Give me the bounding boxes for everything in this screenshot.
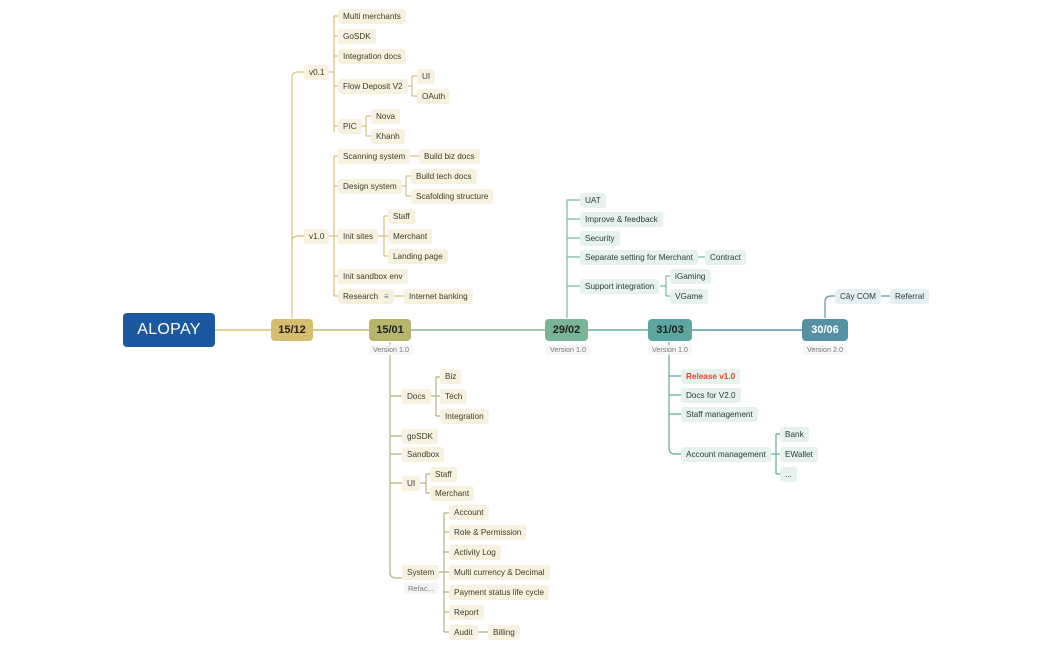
note-icon: ≡ xyxy=(384,292,389,301)
node-referral[interactable]: Referral xyxy=(890,289,930,304)
milestone-31-03[interactable]: 31/03 xyxy=(648,319,692,341)
node-flow-deposit-v2[interactable]: Flow Deposit V2 xyxy=(338,79,408,94)
milestone-30-06-version: Version 2.0 xyxy=(803,345,847,355)
milestone-31-03-version: Version 1.0 xyxy=(648,345,692,355)
node-sandbox[interactable]: Sandbox xyxy=(402,447,445,462)
node-tech[interactable]: Tech xyxy=(440,389,468,404)
node-staff-management[interactable]: Staff management xyxy=(681,407,758,422)
node-ui-jan[interactable]: UI xyxy=(402,476,421,491)
node-biz[interactable]: Biz xyxy=(440,369,462,384)
node-account[interactable]: Account xyxy=(449,505,489,520)
node-system[interactable]: System xyxy=(402,565,440,580)
node-merchant-jan[interactable]: Merchant xyxy=(430,486,475,501)
node-research-label: Research xyxy=(343,292,379,301)
node-cay-com[interactable]: Cây COM xyxy=(835,289,881,304)
node-build-biz-docs[interactable]: Build biz docs xyxy=(419,149,480,164)
milestone-15-01-version: Version 1.0 xyxy=(369,345,413,355)
node-scanning-system[interactable]: Scanning system xyxy=(338,149,411,164)
node-pic[interactable]: PIC xyxy=(338,119,362,134)
node-vgame[interactable]: VGame xyxy=(670,289,708,304)
node-landing-page[interactable]: Landing page xyxy=(388,249,448,264)
node-audit[interactable]: Audit xyxy=(449,625,478,640)
node-account-management[interactable]: Account management xyxy=(681,447,771,462)
node-separate-setting[interactable]: Separate setting for Merchant xyxy=(580,250,698,265)
milestone-29-02-version: Version 1.0 xyxy=(546,345,590,355)
node-report[interactable]: Report xyxy=(449,605,484,620)
node-v0-1[interactable]: v0.1 xyxy=(304,65,330,80)
node-gosdk-jan[interactable]: goSDK xyxy=(402,429,438,444)
node-multi-merchants[interactable]: Multi merchants xyxy=(338,9,406,24)
node-gosdk[interactable]: GoSDK xyxy=(338,29,376,44)
node-init-sites[interactable]: Init sites xyxy=(338,229,379,244)
node-ui[interactable]: UI xyxy=(417,69,436,84)
milestone-15-01[interactable]: 15/01 xyxy=(369,319,411,341)
node-system-note: Refac... xyxy=(404,583,438,594)
node-improve-feedback[interactable]: Improve & feedback xyxy=(580,212,663,227)
root-node[interactable]: ALOPAY xyxy=(123,313,215,347)
node-integration-docs[interactable]: Integration docs xyxy=(338,49,407,64)
node-nova[interactable]: Nova xyxy=(371,109,401,124)
node-build-tech-docs[interactable]: Build tech docs xyxy=(411,169,477,184)
node-staff[interactable]: Staff xyxy=(388,209,415,224)
node-research[interactable]: Research ≡ xyxy=(338,289,394,304)
node-more[interactable]: ... xyxy=(780,467,797,482)
node-integration[interactable]: Integration xyxy=(440,409,489,424)
node-docs-v2[interactable]: Docs for V2.0 xyxy=(681,388,741,403)
node-bank[interactable]: Bank xyxy=(780,427,809,442)
node-scafolding-structure[interactable]: Scafolding structure xyxy=(411,189,494,204)
node-staff-jan[interactable]: Staff xyxy=(430,467,457,482)
node-ewallet[interactable]: EWallet xyxy=(780,447,818,462)
node-khanh[interactable]: Khanh xyxy=(371,129,405,144)
node-payment-status[interactable]: Payment status life cycle xyxy=(449,585,550,600)
node-v1-0[interactable]: v1.0 xyxy=(304,229,330,244)
node-security[interactable]: Security xyxy=(580,231,620,246)
node-internet-banking[interactable]: Internet banking xyxy=(404,289,473,304)
node-docs[interactable]: Docs xyxy=(402,389,431,404)
node-design-system[interactable]: Design system xyxy=(338,179,402,194)
milestone-15-12[interactable]: 15/12 xyxy=(271,319,313,341)
node-oauth[interactable]: OAuth xyxy=(417,89,451,104)
node-activity-log[interactable]: Activity Log xyxy=(449,545,501,560)
node-multi-currency[interactable]: Multi currency & Decimal xyxy=(449,565,550,580)
node-uat[interactable]: UAT xyxy=(580,193,606,208)
node-igaming[interactable]: iGaming xyxy=(670,269,711,284)
node-billing[interactable]: Billing xyxy=(488,625,520,640)
node-merchant[interactable]: Merchant xyxy=(388,229,433,244)
node-init-sandbox-env[interactable]: Init sandbox env xyxy=(338,269,408,284)
milestone-29-02[interactable]: 29/02 xyxy=(545,319,588,341)
milestone-30-06[interactable]: 30/06 xyxy=(802,319,848,341)
node-release-v1[interactable]: Release v1.0 xyxy=(681,369,741,384)
node-role-permission[interactable]: Role & Permission xyxy=(449,525,527,540)
node-contract[interactable]: Contract xyxy=(705,250,746,265)
node-support-integration[interactable]: Support integration xyxy=(580,279,660,294)
